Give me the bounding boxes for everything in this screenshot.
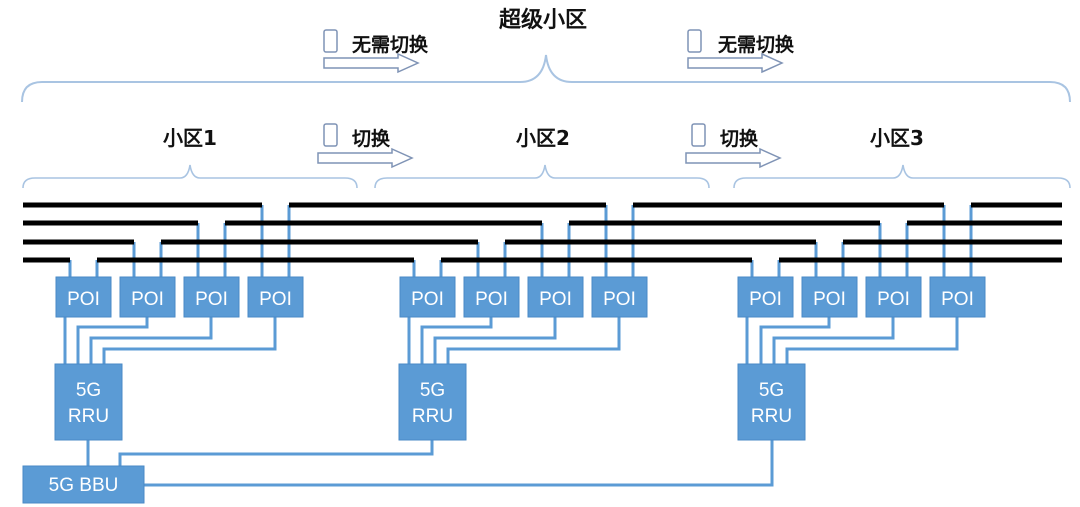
bbu-label: 5G BBU [49,475,119,496]
poi-rru-wire [102,317,277,364]
poi-box: POI [737,276,794,318]
no-handover-label: 无需切换 [718,33,795,56]
poi-label: POI [259,289,292,310]
poi-label: POI [539,289,572,310]
rru-bbu-wire [144,440,774,487]
poi-box: POI [463,276,520,318]
cell-1-label: 小区1 [163,126,217,150]
phone-icon [687,29,702,53]
poi-box: POI [801,276,858,318]
phone-icon [323,123,338,147]
arrow-icon [687,52,784,74]
poi-box: POI [119,276,176,318]
bbu-box: 5G BBU [22,465,145,504]
poi-rru-wire [420,317,493,364]
cell-3-brace [733,164,1071,189]
poi-label: POI [813,289,846,310]
poi-label: POI [195,289,228,310]
poi-label: POI [411,289,444,310]
poi-label: POI [131,289,164,310]
arrow-icon [685,147,782,169]
cell-2-brace [374,164,710,189]
poi-box: POI [591,276,648,318]
cell-1-brace [22,164,358,189]
phone-icon [691,123,706,147]
poi-box: POI [865,276,922,318]
cell-2-label: 小区2 [516,126,570,150]
poi-rru-wire [772,317,895,364]
poi-label: POI [877,289,910,310]
network-layer [23,202,1062,487]
super-cell-title: 超级小区 [499,7,587,33]
poi-rru-wire [433,317,557,364]
equipment-layer: POI POI POI POI 5G RRU POI POI POI POI 5G RRU POI POI… [22,276,986,504]
handover-label: 切换 [720,127,759,150]
no-handover-label: 无需切换 [352,33,429,56]
phone-icon [323,29,338,53]
rru-bbu-wire [118,440,434,466]
rru-label-line1: 5G [420,380,445,401]
poi-box: POI [183,276,240,318]
rru-box: 5G RRU [737,363,806,441]
poi-label: POI [67,289,100,310]
poi-label: POI [603,289,636,310]
rru-box: 5G RRU [54,363,123,441]
rru-label-line2: RRU [412,406,453,427]
handover-annotation-2: 切换 [685,123,782,169]
poi-label: POI [941,289,974,310]
rru-label-line1: 5G [759,380,784,401]
rru-label-line2: RRU [68,406,109,427]
rru-label-line1: 5G [76,380,101,401]
poi-label: POI [475,289,508,310]
poi-box: POI [399,276,456,318]
poi-rru-wire [759,317,831,364]
poi-rru-wire [89,317,213,364]
no-handover-annotation-2: 无需切换 [687,29,795,74]
poi-box: POI [929,276,986,318]
rru-label-line2: RRU [751,406,792,427]
no-handover-annotation-1: 无需切换 [323,29,429,74]
poi-rru-wire [446,317,621,364]
poi-rru-wire [76,317,149,364]
poi-label: POI [749,289,782,310]
arrow-icon [323,52,420,74]
rru-box: 5G RRU [398,363,467,441]
arrow-icon [317,147,414,169]
handover-label: 切换 [352,127,391,150]
poi-box: POI [55,276,112,318]
poi-rru-wire [785,317,959,364]
handover-annotation-1: 切换 [317,123,414,169]
super-cell-brace [21,54,1071,103]
poi-box: POI [247,276,304,318]
poi-box: POI [527,276,584,318]
cell-3-label: 小区3 [870,126,924,150]
